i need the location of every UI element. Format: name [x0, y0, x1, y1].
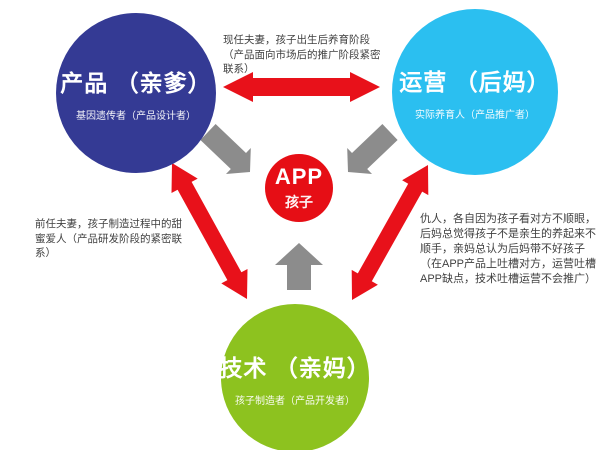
node-product: 产品 （亲爹） 基因遗传者（产品设计者） — [56, 13, 216, 173]
node-app-subtitle: 孩子 — [285, 194, 313, 210]
double-arrow-product-operation — [223, 72, 380, 102]
annotation-current-couple: 现任夫妻，孩子出生后养育阶段（产品面向市场后的推广阶段紧密联系） — [223, 34, 381, 75]
node-technology: 技术 （亲妈） 孩子制造者（产品开发者） — [219, 304, 371, 450]
node-app: APP 孩子 — [265, 154, 333, 222]
gray-arrow-from-technology — [275, 243, 323, 290]
node-app-title: APP — [274, 164, 324, 189]
double-arrow-product-technology — [171, 163, 248, 299]
gray-arrow-from-product — [200, 124, 251, 174]
node-operation-title: 运营 （后妈） — [399, 69, 551, 95]
node-technology-subtitle: 孩子制造者（产品开发者） — [235, 396, 355, 407]
node-operation-subtitle: 实际养育人（产品推广者） — [415, 110, 535, 121]
node-product-title: 产品 （亲爹） — [60, 70, 212, 96]
annotation-enemies: 仇人，各自因为孩子看对方不顺眼，后妈总觉得孩子不是亲生的养起来不顺手，亲妈总认为… — [420, 213, 597, 285]
annotation-ex-couple: 前任夫妻，孩子制造过程中的甜蜜爱人（产品研发阶段的紧密联系） — [35, 218, 182, 259]
gray-arrow-from-operation — [347, 124, 398, 174]
node-technology-title: 技术 （亲妈） — [219, 355, 371, 381]
node-operation: 运营 （后妈） 实际养育人（产品推广者） — [392, 9, 558, 175]
double-arrow-operation-technology — [351, 165, 429, 300]
node-product-subtitle: 基因遗传者（产品设计者） — [76, 111, 196, 122]
